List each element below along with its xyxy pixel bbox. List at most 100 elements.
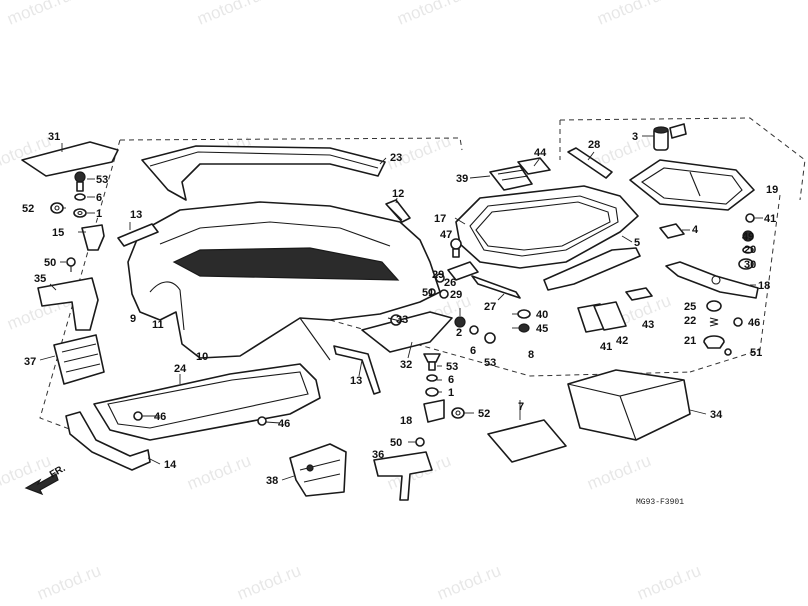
callout-labels: 31 53 52 6 1 15 13 50 35 37 9 11 10 23 1… — [22, 131, 778, 487]
bolt-49 — [742, 230, 754, 242]
callout-52: 52 — [22, 203, 34, 215]
pad-42 — [593, 301, 627, 331]
callout-1: 1 — [448, 387, 454, 399]
callout-32: 32 — [400, 359, 412, 371]
bracket-15 — [81, 224, 105, 251]
callout-34: 34 — [710, 409, 723, 421]
grommet-1 — [425, 387, 439, 397]
callout-23: 23 — [390, 152, 402, 164]
clip-46 — [257, 416, 267, 426]
center-parts — [333, 311, 465, 423]
callout-53: 53 — [446, 361, 458, 373]
trunk-lid-group — [428, 185, 641, 344]
washer-6 — [426, 374, 438, 382]
callout-14: 14 — [164, 459, 177, 471]
callout-13: 13 — [130, 209, 142, 221]
screw-50 — [66, 257, 76, 272]
callout-28: 28 — [588, 139, 600, 151]
plate-32 — [361, 311, 453, 353]
callout-12: 12 — [392, 188, 404, 200]
bolt-33 — [387, 314, 405, 326]
spring-22 — [709, 317, 719, 327]
lid-19 — [629, 159, 755, 211]
callout-30: 30 — [744, 259, 756, 271]
callout-39: 39 — [456, 173, 468, 185]
callout-6: 6 — [448, 374, 454, 386]
callout-3: 3 — [632, 131, 638, 143]
callout-53: 53 — [484, 357, 496, 369]
bracket-18 — [423, 399, 445, 423]
callout-11: 11 — [152, 319, 164, 331]
callout-49: 49 — [742, 231, 754, 243]
callout-17: 17 — [434, 213, 446, 225]
callout-5: 5 — [634, 237, 640, 249]
bracket-38 — [289, 443, 347, 497]
watermark-text: motod.ru — [594, 0, 663, 29]
leader-lines — [39, 135, 763, 481]
washer-6 — [469, 325, 479, 335]
callout-52: 52 — [478, 408, 490, 420]
storage-parts — [487, 369, 691, 463]
bar-14 — [65, 411, 151, 471]
nut-45 — [518, 323, 530, 333]
callout-43: 43 — [642, 319, 654, 331]
callout-7: 7 — [518, 401, 524, 413]
callout-1: 1 — [96, 208, 102, 220]
strip-5 — [543, 247, 641, 291]
top-right-parts — [489, 123, 755, 270]
upper-cowl-group — [117, 145, 441, 361]
clip-46 — [733, 317, 743, 327]
bolt-2 — [454, 316, 466, 328]
watermark-text: motod.ru — [634, 561, 703, 604]
pad-43 — [625, 287, 653, 301]
bracket-36 — [373, 451, 433, 501]
lower-frame-group — [65, 363, 321, 471]
screw-50 — [415, 437, 425, 447]
callout-44: 44 — [534, 147, 547, 159]
watermark-text: motod.ru — [194, 0, 263, 29]
watermark-text: motod.ru — [184, 451, 253, 494]
callout-25: 25 — [684, 301, 696, 313]
bolt-53 — [423, 353, 441, 371]
trim-23 — [141, 145, 386, 201]
cap-25 — [706, 300, 722, 312]
callout-10: 10 — [196, 351, 208, 363]
callout-47: 47 — [440, 229, 452, 241]
callout-20: 20 — [744, 244, 756, 256]
washer-20 — [742, 246, 754, 254]
watermark-text: motod.ru — [234, 561, 303, 604]
callout-15: 15 — [52, 227, 64, 239]
callout-45: 45 — [536, 323, 548, 335]
clip-51 — [428, 288, 436, 296]
front-arrow-icon — [24, 473, 59, 496]
callout-31: 31 — [48, 131, 60, 143]
callout-13: 13 — [350, 375, 362, 387]
pads — [577, 287, 653, 333]
front-direction-indicator: FR. — [24, 463, 68, 496]
bolt-53 — [74, 171, 86, 192]
callout-24: 24 — [174, 363, 187, 375]
callout-26: 26 — [444, 277, 456, 289]
mat-7 — [487, 419, 567, 463]
lock-cylinder-3 — [653, 123, 687, 151]
callout-35: 35 — [34, 273, 46, 285]
rod-13 — [333, 345, 381, 395]
callout-19: 19 — [766, 184, 778, 196]
assembly-boundary — [39, 117, 806, 431]
bolt-41 — [745, 213, 755, 223]
washer-6 — [74, 193, 86, 201]
callout-18: 18 — [758, 280, 770, 292]
callout-27: 27 — [484, 301, 496, 313]
nut-52 — [50, 202, 64, 214]
callout-36: 36 — [372, 449, 384, 461]
frame-24 — [93, 363, 321, 441]
callout-18: 18 — [400, 415, 412, 427]
right-latch-parts — [665, 261, 759, 356]
hinge-26 — [447, 261, 479, 281]
callout-40: 40 — [536, 309, 548, 321]
grommet-40 — [517, 309, 531, 319]
callout-51: 51 — [422, 287, 434, 299]
nut-29 — [435, 273, 445, 283]
callout-6: 6 — [470, 345, 476, 357]
